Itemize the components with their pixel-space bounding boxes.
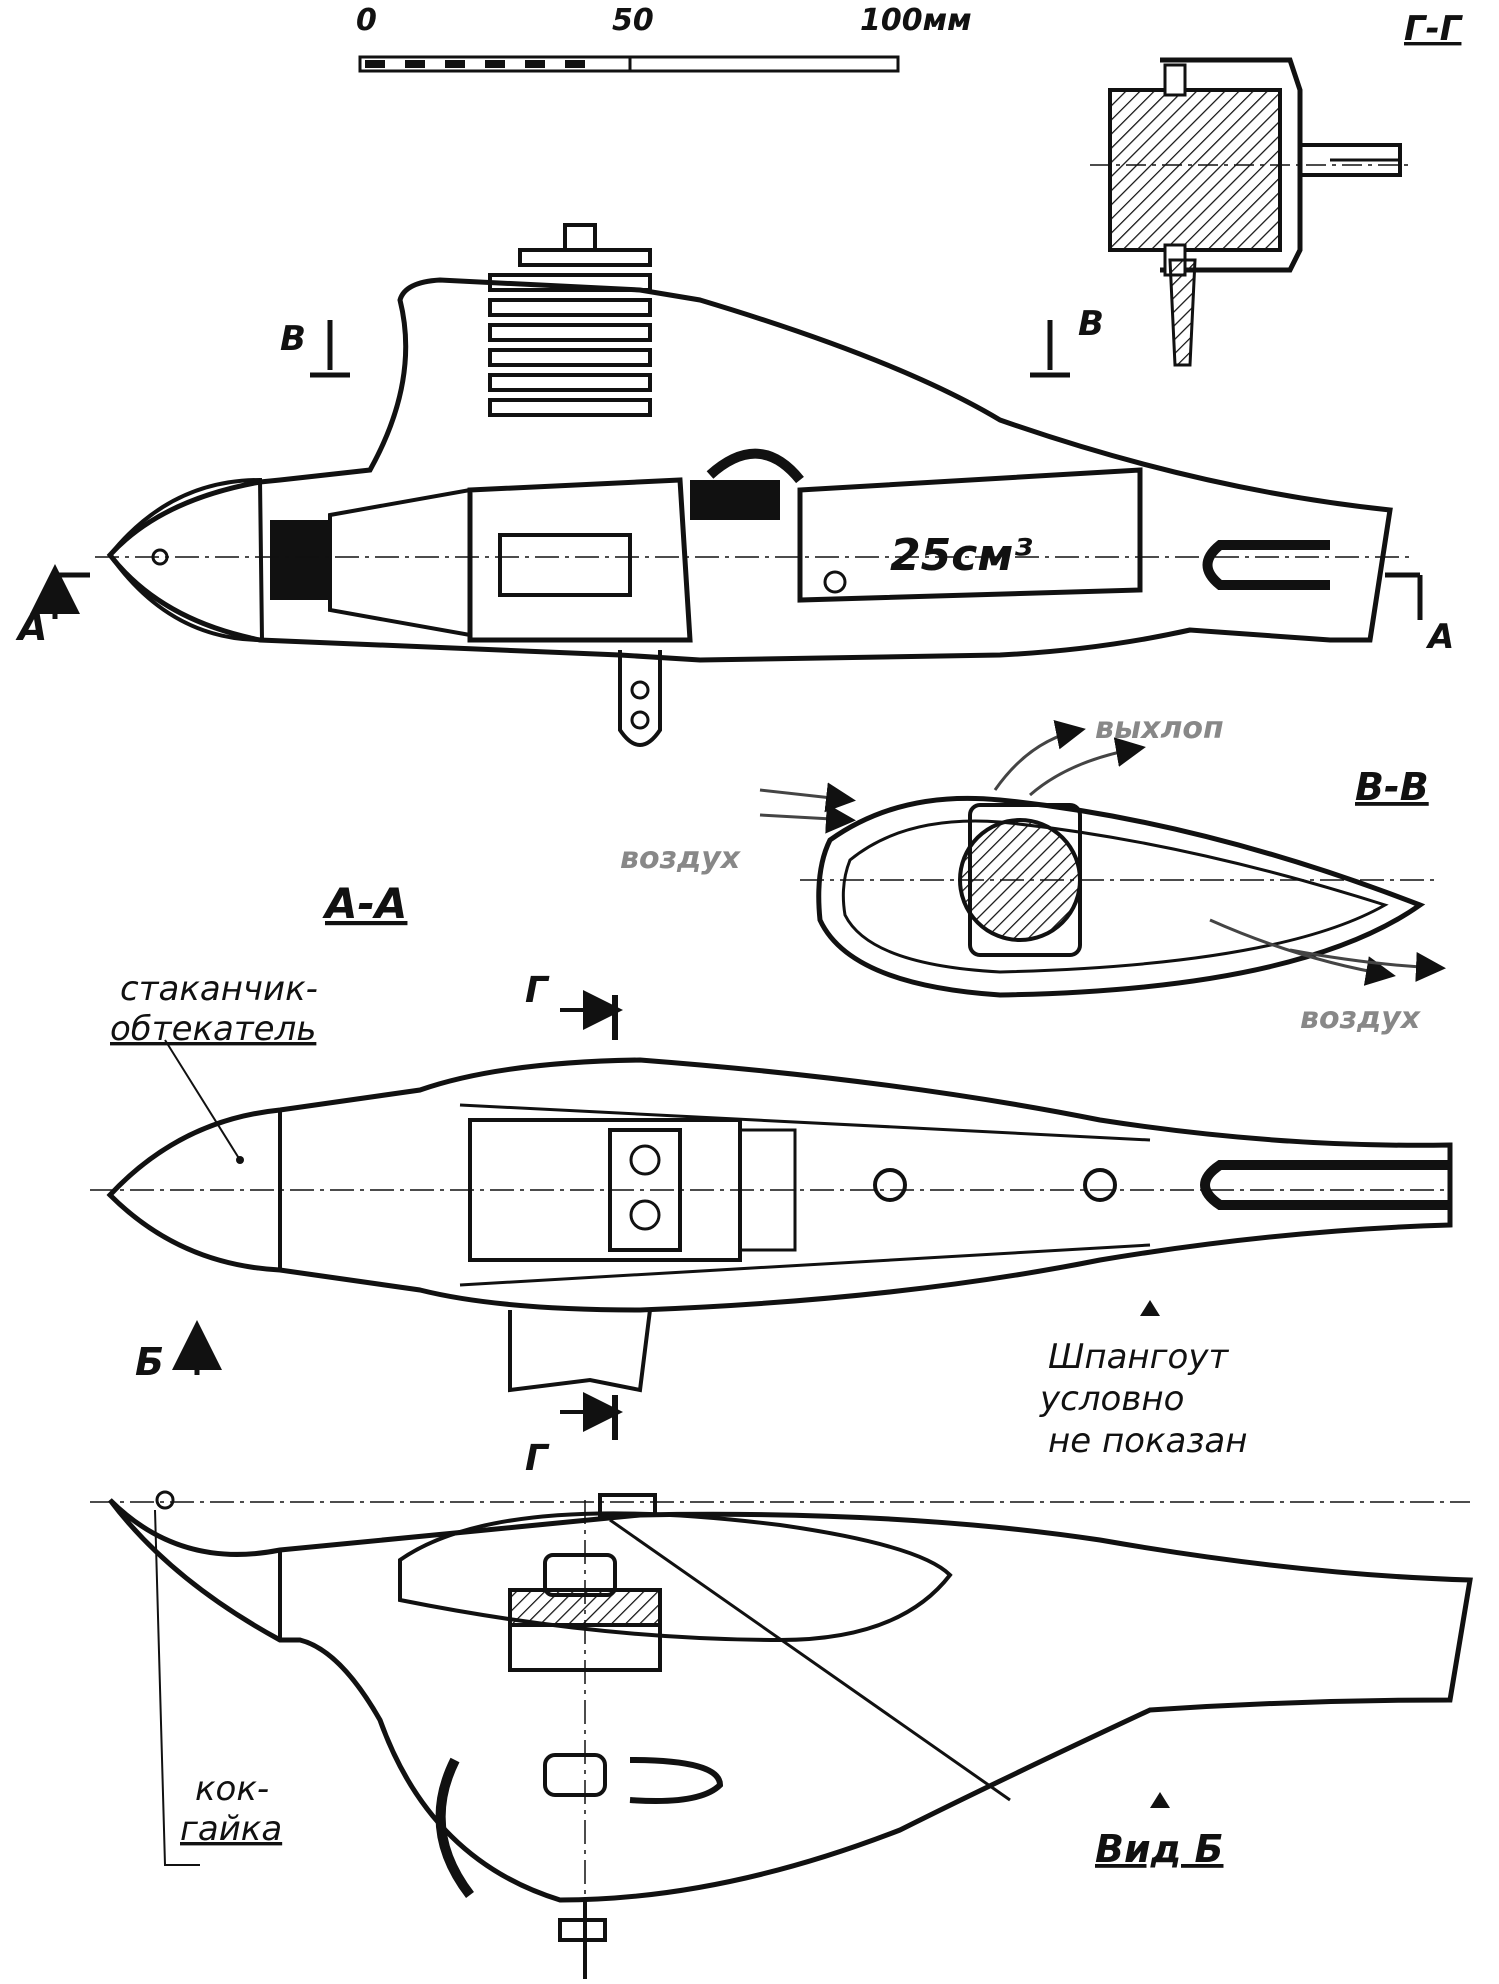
frame-note-3: не показан: [1048, 1421, 1248, 1461]
section-aa-label: А-А: [322, 879, 407, 928]
section-bb: В-В выхлоп воздух воздух: [620, 711, 1446, 1036]
cut-a-left-label: А: [15, 605, 47, 649]
cut-g-top-label: Г: [525, 970, 550, 1011]
frame-note-2: условно: [1039, 1379, 1184, 1419]
displacement-label: 25см³: [890, 530, 1033, 581]
air-out-label: воздух: [1300, 1001, 1422, 1036]
spinner-nut-label-1: кок-: [195, 1769, 269, 1809]
section-gg: Г-Г: [1090, 9, 1464, 367]
cut-a-right-label: А: [1425, 617, 1454, 657]
scale-bar: 0 50 100мм: [356, 3, 972, 73]
view-b-arrow-label: Б: [135, 1340, 164, 1384]
scale-tick-100: 100мм: [860, 3, 972, 38]
cut-b-left-label: В: [280, 319, 306, 359]
spinner-cup-label-2: обтекатель: [110, 1009, 316, 1049]
spinner-nut-label-2: гайка: [180, 1809, 282, 1849]
spinner-cup-label-1: стаканчик-: [120, 969, 318, 1009]
scale-tick-50: 50: [612, 3, 654, 38]
view-b-label: Вид Б: [1095, 1827, 1223, 1871]
view-b: кок- гайка Вид Б: [90, 1490, 1473, 1979]
side-view: А А В В 25см³: [15, 223, 1454, 747]
section-bb-label: В-В: [1355, 765, 1429, 809]
section-aa: А-А стаканчик- обтекатель Г Г Б Шпангоут…: [90, 879, 1453, 1479]
cut-b-right-label: В: [1078, 304, 1104, 344]
scale-tick-0: 0: [356, 3, 377, 38]
exhaust-label: выхлоп: [1095, 711, 1224, 746]
frame-note-1: Шпангоут: [1048, 1337, 1229, 1377]
section-gg-label: Г-Г: [1404, 9, 1464, 49]
air-in-label: воздух: [620, 841, 742, 876]
cut-g-bottom-label: Г: [525, 1438, 550, 1479]
